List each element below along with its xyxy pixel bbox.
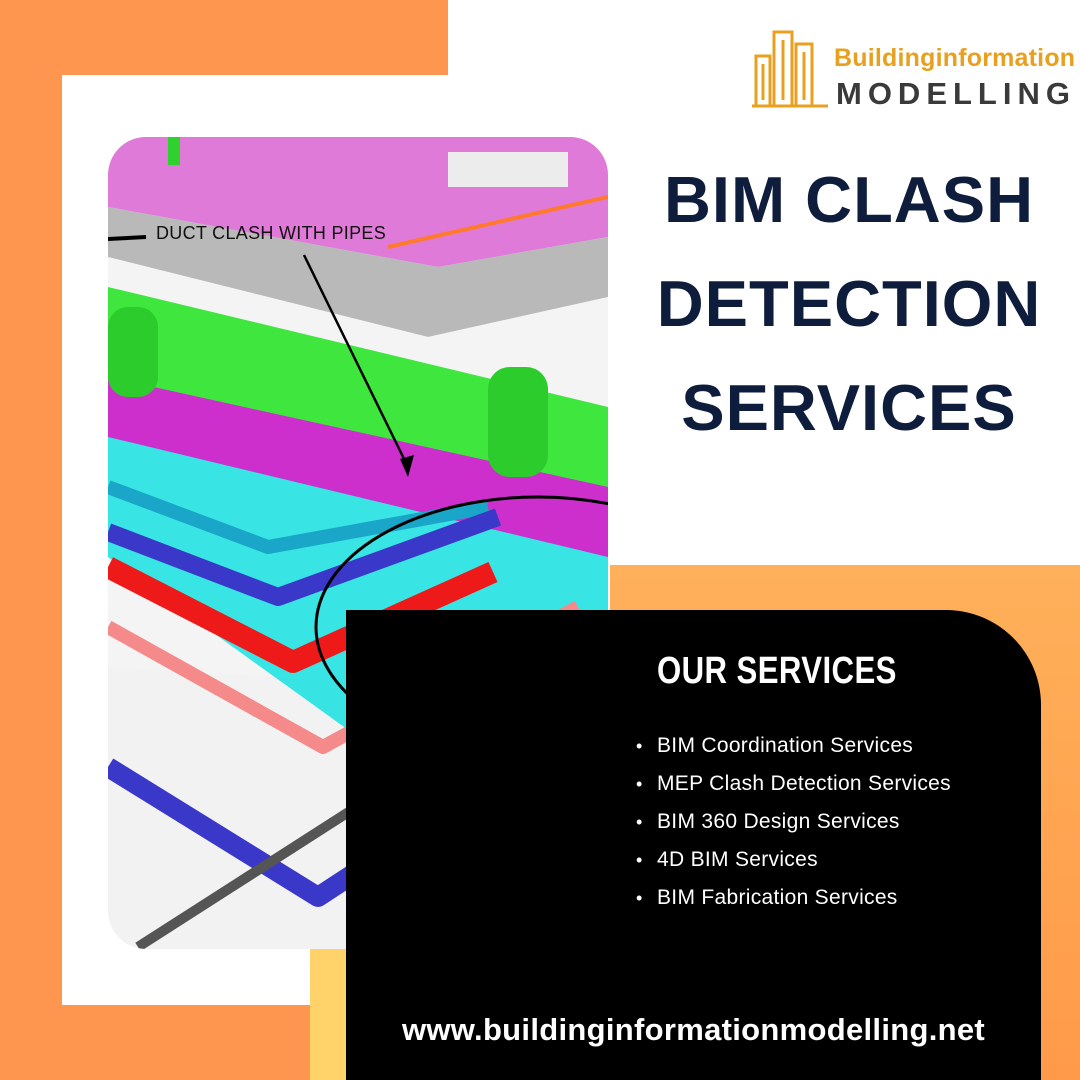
services-list: BIM Coordination Services MEP Clash Dete…: [636, 727, 951, 917]
brand-logo: Buildinginformation MODELLING: [752, 24, 1078, 111]
service-item: BIM Fabrication Services: [636, 879, 951, 917]
title-line-3: SERVICES: [681, 371, 1017, 444]
clash-annotation-label: DUCT CLASH WITH PIPES: [156, 223, 386, 243]
website-link[interactable]: www.buildinginformationmodelling.net: [401, 1012, 986, 1047]
logo-line-2: MODELLING: [836, 76, 1076, 111]
title-line-2: DETECTION: [656, 267, 1042, 340]
service-item: BIM 360 Design Services: [636, 803, 951, 841]
building-towers-icon: [752, 30, 828, 108]
service-item: 4D BIM Services: [636, 841, 951, 879]
service-item: BIM Coordination Services: [636, 727, 951, 765]
title-line-1: BIM CLASH: [663, 163, 1035, 236]
page-title: BIM CLASH DETECTION SERVICES: [620, 148, 1078, 460]
background-orange-bottom: [0, 1005, 310, 1080]
logo-line-1: Buildinginformation: [834, 44, 1076, 72]
services-title: OUR SERVICES: [657, 650, 897, 692]
service-item: MEP Clash Detection Services: [636, 765, 951, 803]
